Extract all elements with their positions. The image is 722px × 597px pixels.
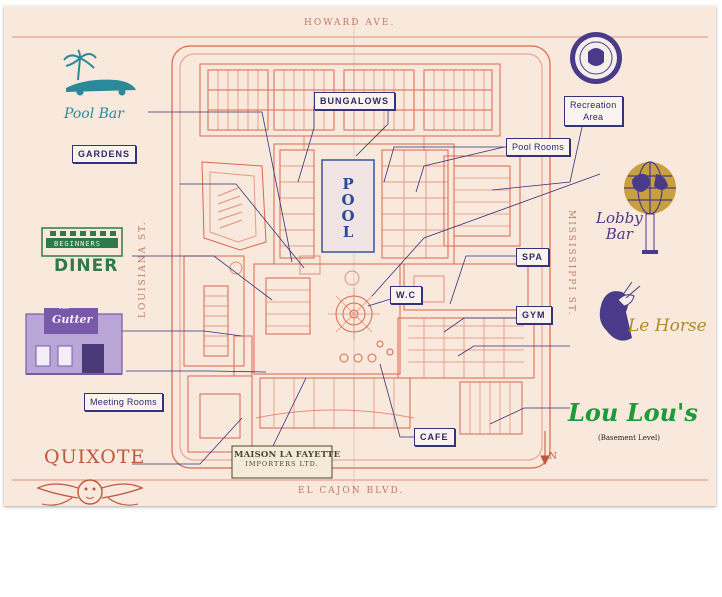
lobby-bar-name[interactable]: Lobby Bar (596, 210, 643, 242)
label-wc[interactable]: W.C (390, 286, 422, 304)
pool-letter: L (342, 223, 354, 241)
pool-bar-name[interactable]: Pool Bar (64, 106, 124, 122)
label-pool-rooms[interactable]: Pool Rooms (506, 138, 571, 156)
pool-letter: P (342, 175, 354, 193)
label-bungalows[interactable]: BUNGALOWS (314, 92, 395, 110)
maison-badge (231, 445, 333, 479)
north-arrow-label: N (549, 452, 557, 462)
pool-letter: O (341, 191, 355, 209)
quixote-sun (36, 479, 144, 506)
maison-name[interactable]: MAISON LA FAYETTE IMPORTERS LTD. (234, 450, 341, 468)
label-spa[interactable]: SPA (516, 248, 549, 266)
label-gym[interactable]: GYM (516, 306, 552, 324)
pool-courtyard (273, 143, 455, 265)
north-arrow-graphic (540, 431, 550, 466)
label-gardens[interactable]: GARDENS (72, 145, 137, 163)
pool-bar-logo (63, 49, 136, 96)
gutter-the: The (58, 304, 70, 311)
pool (321, 159, 375, 253)
street-west: LOUISIANA ST. (138, 220, 148, 318)
globe-logo (624, 161, 676, 254)
leader-lines (118, 106, 601, 465)
diner-name[interactable]: DINER (54, 256, 119, 276)
lou-lous-name[interactable]: Lou Lou's (568, 398, 698, 427)
gutter-name[interactable]: Gutter (52, 313, 93, 326)
map-sheet: HOWARD AVE. EL CAJON BLVD. LOUISIANA ST.… (4, 6, 716, 506)
diner-logo (41, 227, 123, 257)
lobby-line-1: Lobby (596, 209, 643, 227)
central-lobby (233, 263, 415, 429)
diner-sign-text: BEGINNERS (54, 240, 101, 248)
recreation-line-2: Area (583, 112, 604, 122)
lobby-line-2: Bar (605, 225, 633, 243)
recreation-seal (570, 32, 622, 84)
pool-label: P O O L (338, 176, 358, 240)
maison-line-2: IMPORTERS LTD. (245, 460, 319, 468)
quixote-name[interactable]: QUIXOTE (44, 446, 146, 468)
floor-plan (12, 16, 708, 506)
recreation-line-1: Recreation (570, 100, 617, 110)
street-north: HOWARD AVE. (304, 18, 396, 28)
maison-line-1: MAISON LA FAYETTE (234, 450, 341, 460)
label-meeting-rooms[interactable]: Meeting Rooms (84, 393, 163, 411)
gutter-building (25, 308, 123, 375)
label-recreation-area[interactable]: Recreation Area (564, 96, 623, 126)
pool-letter: O (341, 207, 355, 225)
le-horse-illustration (599, 281, 641, 341)
le-horse-name[interactable]: Le Horse (628, 316, 707, 336)
street-east: MISSISSIPPI ST. (566, 210, 576, 317)
lou-lous-note: (Basement Level) (598, 434, 660, 442)
street-south: EL CAJON BLVD. (298, 486, 405, 496)
property-boundary (171, 45, 551, 469)
label-cafe[interactable]: CAFE (414, 428, 455, 446)
